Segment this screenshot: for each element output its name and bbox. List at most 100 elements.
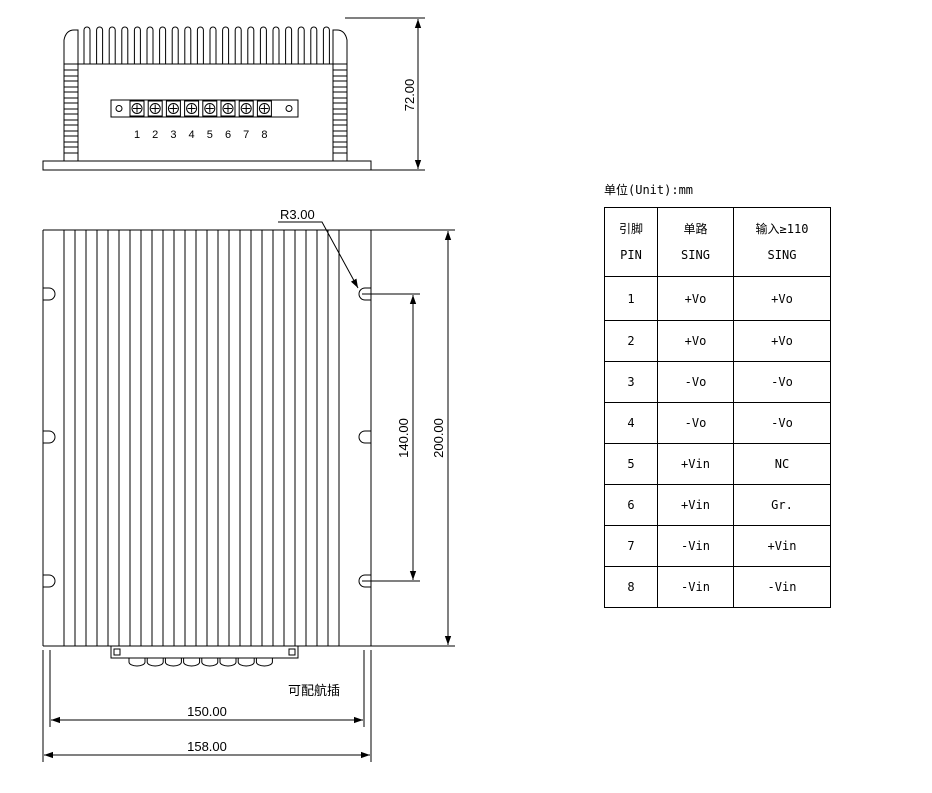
top-fin [121,26,129,64]
side-rib-right [333,124,348,132]
input-cell: Gr. [733,484,831,526]
terminal-screw [204,103,216,114]
table-row: 2+Vo+Vo [604,320,831,362]
side-rib-left [63,69,78,77]
pin-cell: 2 [604,320,658,362]
pin-table: 引脚 PIN 单路 SING 输入≥110 SING 1+Vo+Vo 2+Vo+… [604,207,831,608]
terminal-cell [147,100,163,117]
connector-note: 可配航插 [288,683,340,699]
side-rib-right [333,80,348,88]
top-fin [222,26,230,64]
input-cell: NC [733,443,831,485]
table-row: 7-Vin+Vin [604,525,831,567]
table-row: 1+Vo+Vo [604,276,831,321]
top-fin [108,26,116,64]
side-rib-left [63,91,78,99]
dim-150-label: 150.00 [187,704,227,719]
top-fin [272,26,280,64]
side-rib-right [333,69,348,77]
pin-cell: 5 [604,443,658,485]
single-cell: -Vo [657,402,734,444]
connector-pin [146,658,164,667]
side-rib-right [333,113,348,121]
top-fin [196,26,204,64]
table-row: 8-Vin-Vin [604,566,831,608]
top-fin [146,26,154,64]
terminal-screw [222,103,234,114]
single-cell: -Vo [657,361,734,403]
pin-cell: 3 [604,361,658,403]
top-fin [209,26,217,64]
input-cell: -Vin [733,566,831,608]
input-cell: +Vo [733,276,831,321]
top-base-plate [42,160,372,171]
single-cell: -Vin [657,566,734,608]
header-single-cn: 单路 [683,222,708,236]
terminal-strip [110,99,299,118]
bottom-connector [110,645,299,667]
side-rib-right [333,146,348,154]
header-pin-en: PIN [620,248,642,262]
side-ribs [63,64,348,161]
mounting-slots [43,287,371,588]
connector-pin [201,658,219,667]
connector-pin [237,658,255,667]
main-outline [42,229,372,647]
top-fin [133,26,141,64]
main-view [42,221,455,762]
terminal-number: 7 [243,129,249,141]
terminal-screw [131,103,143,114]
pin-cell: 8 [604,566,658,608]
single-cell: +Vin [657,443,734,485]
single-cell: +Vo [657,320,734,362]
unit-label: 单位(Unit):mm [604,183,694,197]
top-fin [234,26,242,64]
table-row: 3-Vo-Vo [604,361,831,403]
terminal-mount-hole-right [285,105,293,112]
side-rib-left [63,135,78,143]
input-cell: +Vin [733,525,831,567]
pin-cell: 6 [604,484,658,526]
connector-pin [183,658,201,667]
dim-158-label: 158.00 [187,739,227,754]
top-fin [96,26,104,64]
connector-strip [110,645,299,659]
top-fins [63,26,348,65]
connector-pin [128,658,146,667]
mounting-slot-left [43,287,56,301]
top-fin [247,26,255,64]
terminal-cell [202,100,218,117]
terminal-cell [184,100,200,117]
terminal-cell [238,100,254,117]
terminal-mount-hole-left [115,105,123,112]
mounting-slot-left [43,430,56,444]
top-fin-corner-left [63,29,79,65]
side-rib-left [63,80,78,88]
terminal-screw [240,103,252,114]
single-cell: -Vin [657,525,734,567]
terminal-cell [165,100,181,117]
top-fin [159,26,167,64]
terminal-screw [167,103,179,114]
terminal-number: 8 [261,129,267,141]
table-row: 4-Vo-Vo [604,402,831,444]
connector-pin [164,658,182,667]
header-input-cn: 输入≥110 [755,222,809,236]
header-input-en: SING [767,248,797,262]
top-fin-corner-right [332,29,348,65]
header-pin-cn: 引脚 [618,222,643,236]
top-fin [171,26,179,64]
input-cell: +Vo [733,320,831,362]
header-single-en: SING [681,248,710,262]
terminal-screw [258,103,270,114]
terminal-cell [129,100,145,117]
top-fin [310,26,318,64]
top-fin [184,26,192,64]
terminal-cell [256,100,272,117]
mounting-slot-left [43,574,56,588]
dim-140-label: 140.00 [396,418,411,458]
